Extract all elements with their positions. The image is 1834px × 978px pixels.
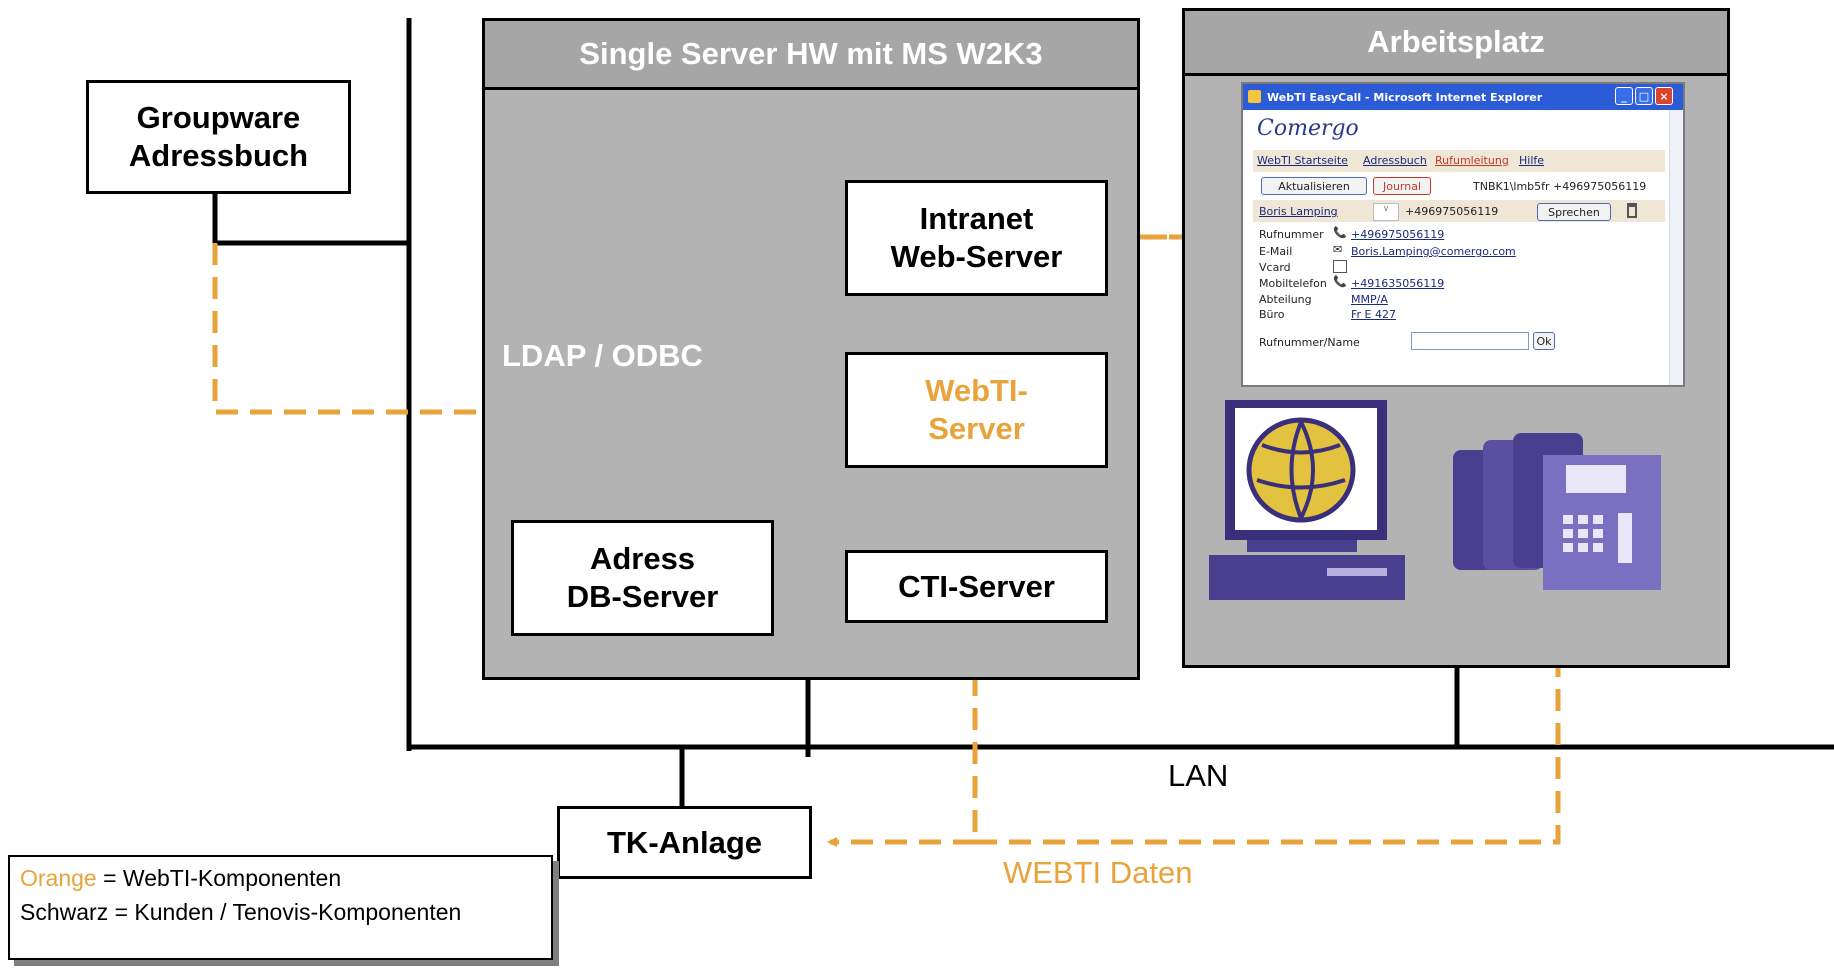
groupware-line1: Groupware bbox=[136, 100, 301, 135]
nav-startseite[interactable]: WebTI Startseite bbox=[1257, 154, 1348, 167]
webti-line1: WebTI- bbox=[925, 373, 1028, 408]
phone-icon: 📞 bbox=[1333, 226, 1347, 239]
browser-title-bar: WebTI EasyCall - Microsoft Internet Expl… bbox=[1243, 84, 1683, 110]
intranet-line1: Intranet bbox=[919, 201, 1034, 236]
buero-value[interactable]: Fr E 427 bbox=[1351, 308, 1396, 321]
maximize-icon[interactable]: □ bbox=[1635, 87, 1653, 105]
intranet-line2: Web-Server bbox=[890, 239, 1063, 274]
tk-label: TK-Anlage bbox=[607, 824, 762, 860]
search-input[interactable] bbox=[1411, 332, 1529, 350]
phone-stack-icon bbox=[1453, 433, 1661, 590]
groupware-box: Groupware Adressbuch bbox=[86, 80, 351, 194]
ie-icon bbox=[1248, 90, 1261, 103]
nav-rufumleitung[interactable]: Rufumleitung bbox=[1435, 154, 1509, 167]
rufnummer-value[interactable]: +496975056119 bbox=[1351, 228, 1445, 241]
vcard-icon[interactable] bbox=[1333, 260, 1347, 273]
email-value[interactable]: Boris.Lamping@comergo.com bbox=[1351, 245, 1516, 258]
email-label: E-Mail bbox=[1259, 245, 1293, 258]
mail-icon: ✉ bbox=[1333, 243, 1343, 256]
scrollbar[interactable] bbox=[1669, 110, 1683, 385]
mobil-label: Mobiltelefon bbox=[1259, 277, 1327, 290]
legend-orange-text: = WebTI-Komponenten bbox=[96, 865, 342, 891]
legend-line-black: Schwarz = Kunden / Tenovis-Komponenten bbox=[20, 899, 462, 925]
cti-label: CTI-Server bbox=[898, 568, 1055, 604]
workplace-region-title: Arbeitsplatz bbox=[1185, 11, 1727, 76]
vcard-label: Vcard bbox=[1259, 261, 1291, 274]
refresh-button[interactable]: Aktualisieren bbox=[1261, 177, 1367, 195]
cti-server-box: CTI-Server bbox=[845, 550, 1108, 623]
computer-icon bbox=[1209, 400, 1405, 600]
black-network-lines bbox=[212, 18, 1834, 809]
webti-line2: Server bbox=[928, 411, 1025, 446]
legend: Orange = WebTI-Komponenten Schwarz = Kun… bbox=[8, 855, 553, 960]
contact-dropdown[interactable]: ∨ bbox=[1373, 203, 1399, 221]
adress-db-line1: Adress bbox=[589, 541, 696, 576]
mobil-value[interactable]: +491635056119 bbox=[1351, 277, 1445, 290]
server-region-title: Single Server HW mit MS W2K3 bbox=[485, 21, 1137, 90]
browser-title: WebTI EasyCall - Microsoft Internet Expl… bbox=[1267, 90, 1543, 104]
webti-server-box: WebTI- Server bbox=[845, 352, 1108, 468]
contact-number: +496975056119 bbox=[1405, 205, 1499, 218]
trash-icon[interactable] bbox=[1627, 203, 1637, 218]
journal-button[interactable]: Journal bbox=[1373, 177, 1431, 195]
intranet-webserver-box: Intranet Web-Server bbox=[845, 180, 1108, 296]
lan-label: LAN bbox=[1168, 758, 1229, 793]
abteilung-label: Abteilung bbox=[1259, 293, 1312, 306]
search-label: Rufnummer/Name bbox=[1259, 336, 1360, 349]
legend-line-orange: Orange = WebTI-Komponenten bbox=[20, 861, 541, 895]
close-icon[interactable]: × bbox=[1655, 87, 1673, 105]
rufnummer-label: Rufnummer bbox=[1259, 228, 1324, 241]
tk-anlage-box: TK-Anlage bbox=[557, 806, 812, 879]
browser-window: WebTI EasyCall - Microsoft Internet Expl… bbox=[1241, 82, 1685, 387]
adress-db-line2: DB-Server bbox=[566, 579, 719, 614]
nav-adressbuch[interactable]: Adressbuch bbox=[1363, 154, 1427, 167]
abteilung-value[interactable]: MMP/A bbox=[1351, 293, 1388, 306]
contact-name[interactable]: Boris Lamping bbox=[1259, 205, 1338, 218]
groupware-line2: Adressbuch bbox=[128, 138, 309, 173]
user-line: TNBK1\lmb5fr +496975056119 bbox=[1473, 180, 1647, 193]
minimize-icon[interactable]: _ bbox=[1615, 87, 1633, 105]
nav-bar bbox=[1253, 150, 1665, 172]
adress-db-server-box: Adress DB-Server bbox=[511, 520, 774, 636]
buero-label: Büro bbox=[1259, 308, 1285, 321]
ldap-odbc-label: LDAP / ODBC bbox=[502, 338, 703, 373]
mobile-phone-icon: 📞 bbox=[1333, 275, 1347, 288]
ok-button[interactable]: Ok bbox=[1533, 332, 1555, 350]
webti-daten-label: WEBTI Daten bbox=[1003, 855, 1193, 890]
legend-orange-key: Orange bbox=[20, 865, 97, 891]
nav-hilfe[interactable]: Hilfe bbox=[1519, 154, 1545, 167]
speak-button[interactable]: Sprechen bbox=[1537, 203, 1611, 221]
brand-logo: Comergo bbox=[1257, 116, 1359, 141]
